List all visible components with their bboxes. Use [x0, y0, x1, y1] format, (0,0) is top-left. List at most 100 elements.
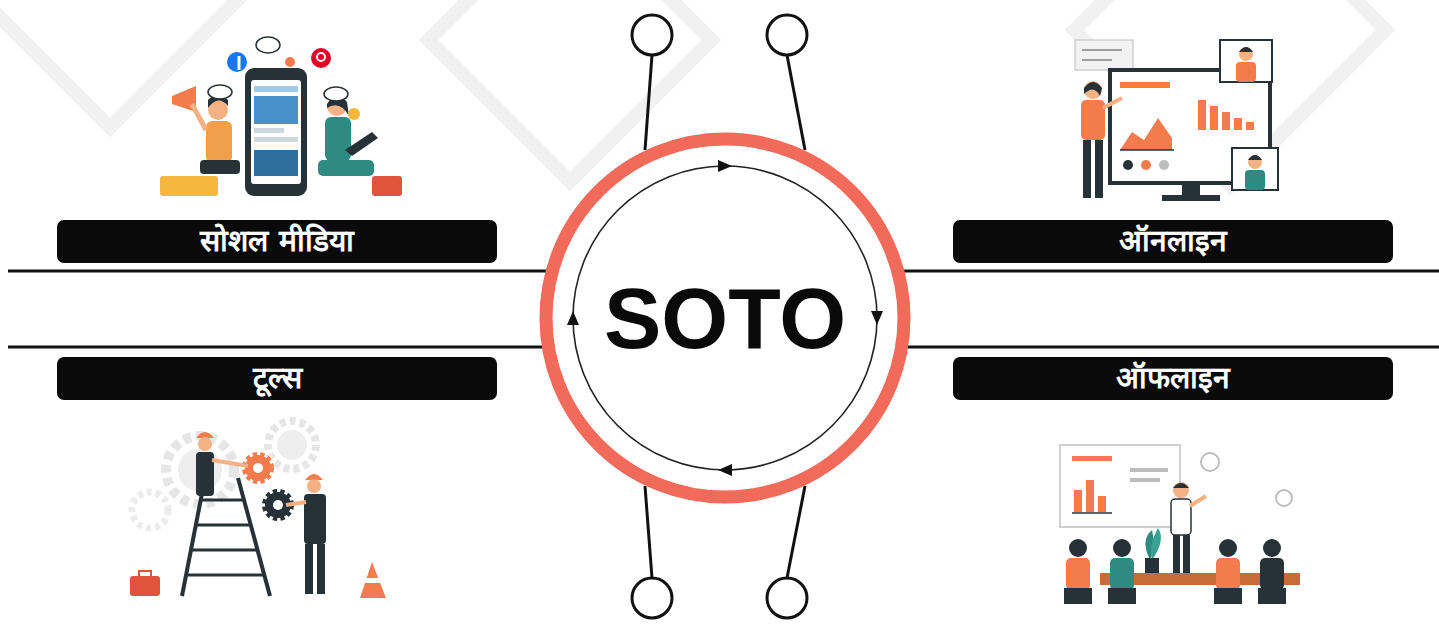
tools-illustration-part — [197, 524, 250, 527]
online-illustration-part — [1248, 155, 1262, 169]
tools-illustration-part — [304, 494, 326, 544]
online-illustration-part — [1210, 106, 1218, 130]
social-media-illustration-part — [227, 52, 247, 72]
online-illustration-part — [1236, 62, 1256, 82]
watch-strap-part — [632, 15, 672, 55]
band-label: ऑफलाइन — [1116, 361, 1230, 396]
social-media-illustration-part — [206, 121, 232, 163]
online-illustration-part — [1220, 40, 1272, 82]
tools-illustration-part — [286, 502, 306, 505]
offline-illustration-part — [1173, 483, 1189, 488]
social-media-illustration-part — [254, 150, 298, 176]
social-media-illustration-part — [254, 96, 298, 124]
social-media-illustration-part — [208, 85, 232, 99]
offline-illustration-part — [1072, 512, 1112, 514]
tools-illustration-part — [139, 571, 151, 577]
watch-strap-part — [645, 55, 652, 150]
offline-illustration-part — [1086, 480, 1094, 512]
online-illustration-part — [1120, 118, 1172, 150]
social-media-illustration-part — [160, 176, 218, 196]
online-illustration-part — [1234, 118, 1242, 130]
faint-pattern-part — [1074, 0, 1385, 186]
social-media-illustration-part — [238, 56, 241, 70]
watch-strap-part — [787, 55, 805, 150]
offline-illustration-part — [1151, 528, 1161, 560]
online-illustration-part — [1123, 160, 1133, 170]
label-band: टूल्स — [57, 357, 497, 400]
cycle-arrowhead — [718, 464, 732, 476]
faint-pattern-part — [0, 0, 237, 127]
tools-illustration-part — [245, 455, 271, 481]
offline-illustration-part — [1263, 539, 1281, 557]
cycle-ring — [573, 166, 877, 470]
tools-illustration-part — [360, 562, 386, 598]
tools-illustration — [130, 421, 386, 598]
tools-illustration-part — [130, 576, 160, 596]
online-illustration-part — [1248, 155, 1262, 160]
offline-illustration-part — [1214, 588, 1242, 604]
watch-strap-part — [767, 578, 807, 618]
tools-illustration-part — [317, 544, 325, 594]
online-illustration — [1075, 40, 1278, 201]
watch-strap-part — [645, 486, 652, 578]
social-media-illustration-part — [200, 160, 240, 174]
tools-illustration-part — [201, 499, 243, 502]
offline-illustration-part — [1064, 588, 1092, 604]
outer-ring — [546, 139, 904, 497]
social-media-illustration-part — [254, 137, 298, 142]
tools-illustration-part — [307, 479, 321, 493]
offline-illustration-part — [1108, 588, 1136, 604]
offline-illustration-part — [1130, 478, 1160, 482]
social-media-illustration — [160, 37, 402, 196]
online-illustration-part — [1082, 49, 1122, 51]
social-media-illustration-part — [285, 57, 295, 67]
offline-illustration-part — [1066, 558, 1090, 590]
social-media-illustration-part — [192, 104, 206, 130]
social-media-illustration-part — [348, 108, 360, 120]
watch-strap-part — [787, 486, 805, 578]
tools-illustration-part — [273, 500, 283, 510]
tools-illustration-part — [305, 544, 313, 594]
online-illustration-part — [1222, 112, 1230, 130]
tools-illustration-part — [198, 437, 212, 451]
tools-illustration-part — [166, 436, 234, 504]
tools-illustration-part — [238, 478, 270, 596]
social-media-illustration-part — [317, 53, 325, 61]
offline-illustration-part — [1216, 558, 1240, 590]
online-illustration-part — [1162, 195, 1220, 201]
tools-illustration-part — [192, 549, 257, 552]
band-label: टूल्स — [253, 361, 302, 396]
tools-illustration-part — [277, 430, 307, 460]
offline-illustration-part — [1113, 539, 1131, 557]
online-illustration-part — [1246, 122, 1254, 130]
offline-illustration-part — [1276, 490, 1292, 506]
online-illustration-part — [1232, 148, 1278, 190]
offline-illustration-part — [1258, 588, 1286, 604]
online-illustration-part — [1103, 98, 1122, 108]
online-illustration-part — [1120, 82, 1170, 88]
online-illustration-part — [1239, 47, 1253, 61]
online-illustration-part — [1239, 47, 1253, 52]
offline-illustration-part — [1110, 558, 1134, 590]
tools-illustration-part — [196, 452, 214, 496]
offline-illustration-part — [1190, 496, 1206, 506]
offline-illustration-part — [1219, 539, 1237, 557]
cycle-arrowhead — [718, 160, 732, 172]
label-band: ऑनलाइन — [953, 220, 1393, 263]
online-illustration-part — [1095, 140, 1103, 198]
social-media-illustration-part — [254, 128, 284, 133]
watch-strap-part — [767, 15, 807, 55]
social-media-illustration-part — [372, 176, 402, 196]
cycle-arrowhead — [567, 311, 579, 325]
online-illustration-part — [1245, 170, 1265, 190]
online-illustration-part — [1083, 140, 1091, 198]
social-media-illustration-part — [345, 132, 378, 156]
offline-illustration-part — [1060, 445, 1180, 527]
offline-illustration-part — [1183, 535, 1190, 573]
online-illustration-part — [1198, 100, 1206, 130]
online-illustration-part — [1182, 183, 1200, 195]
online-illustration-part — [1075, 40, 1133, 70]
offline-illustration-part — [1145, 558, 1159, 573]
online-illustration-part — [1081, 100, 1105, 140]
